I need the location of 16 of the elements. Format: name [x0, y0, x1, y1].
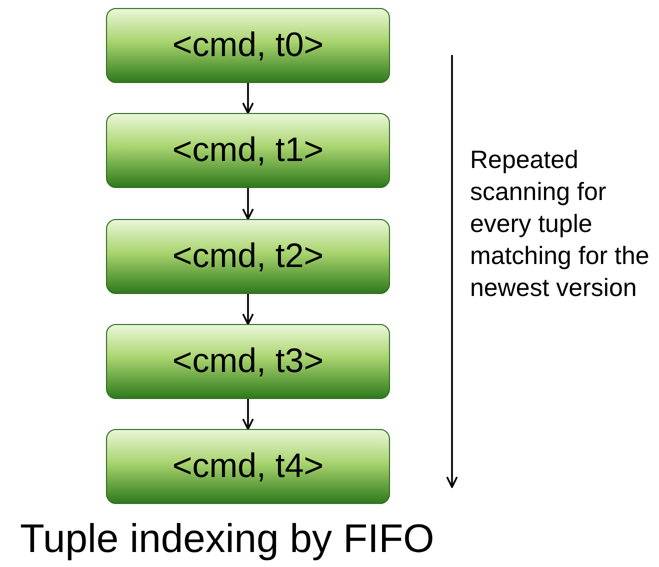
process-box	[106, 324, 390, 399]
diagram-title: Tuple indexing by FIFO	[20, 517, 434, 562]
arrow	[242, 188, 254, 220]
arrow	[242, 399, 254, 430]
note-text: Repeated scanning for every tuple matching for the newest version	[470, 145, 650, 304]
box-label: <cmd, t1>	[172, 131, 324, 170]
process-box	[106, 219, 390, 294]
arrow	[242, 294, 254, 325]
box-label: <cmd, t4>	[172, 447, 324, 486]
process-box	[106, 8, 390, 83]
process-box	[106, 429, 390, 504]
process-box	[106, 113, 390, 188]
box-label: <cmd, t2>	[172, 237, 324, 276]
arrow	[242, 83, 254, 114]
box-label: <cmd, t3>	[172, 342, 324, 381]
box-label: <cmd, t0>	[172, 26, 324, 65]
